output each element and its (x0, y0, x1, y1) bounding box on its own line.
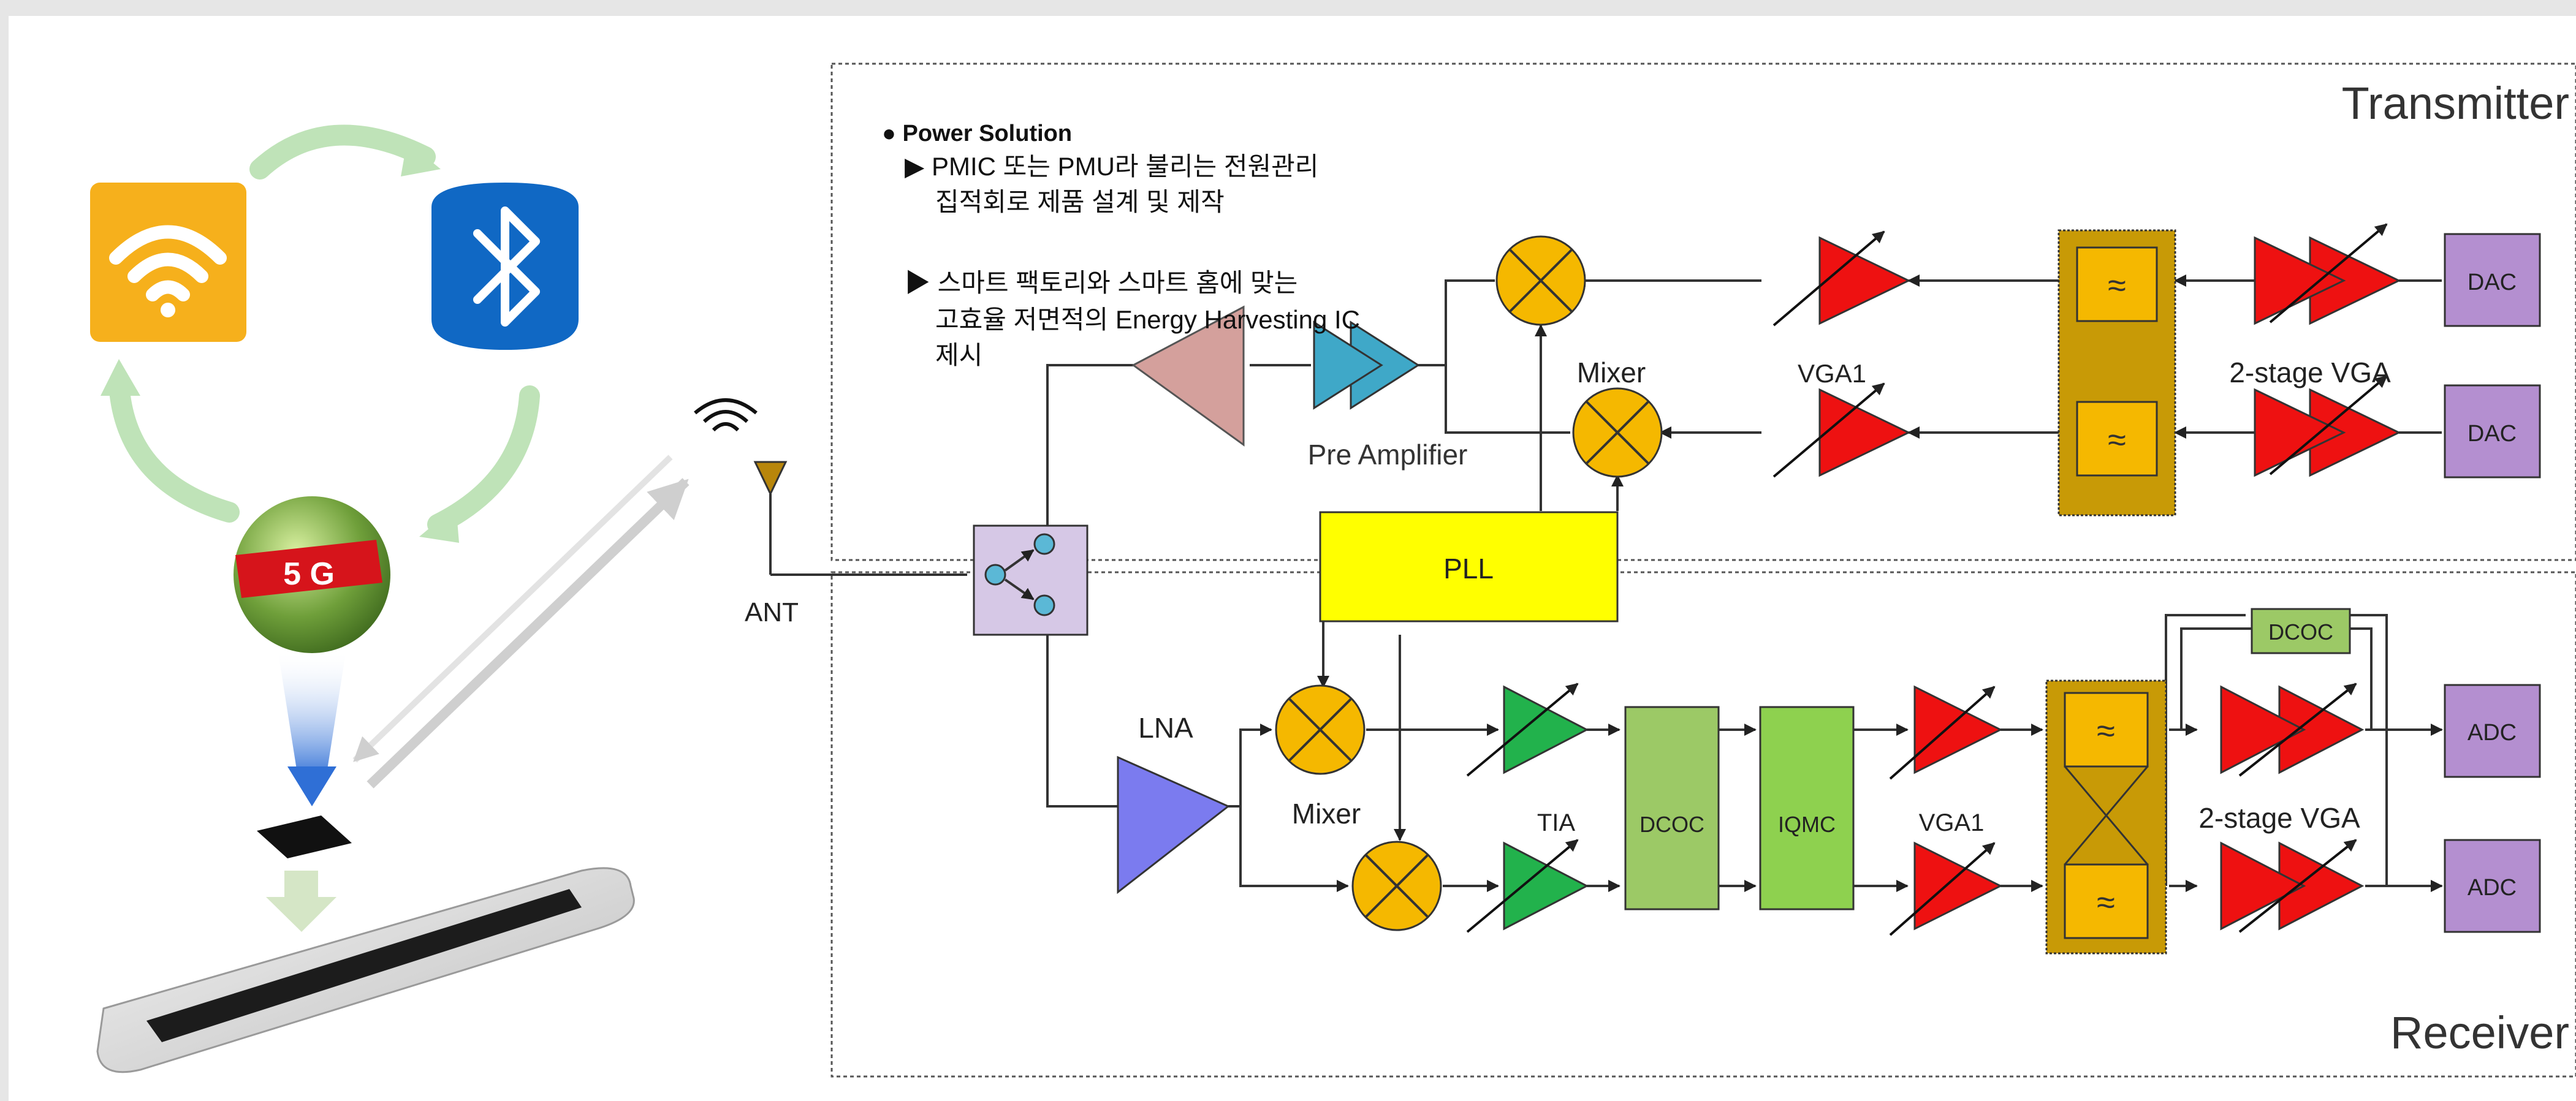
dac-top-block: DAC (2444, 233, 2541, 327)
smartphone-icon (96, 867, 635, 1073)
5g-badge-label: 5 G (283, 556, 335, 592)
pre-amplifier (1313, 320, 1420, 410)
dcoc-block: DCOC (1624, 706, 1720, 910)
svg-text:≈: ≈ (2108, 267, 2126, 304)
tx-vga1-label: VGA1 (1798, 359, 1866, 388)
antenna-label: ANT (745, 597, 799, 627)
svg-text:DCOC: DCOC (1639, 812, 1704, 837)
chip-icon (257, 815, 352, 858)
uplink-arrow (367, 478, 690, 789)
notes-bullet1-cont: 집적회로 제품 설계 및 제작 (935, 187, 1225, 216)
power-amplifier (1131, 305, 1245, 447)
tia-label: TIA (1537, 809, 1576, 836)
notes-bullet2-cont1: 고효율 저면적의 Energy Harvesting IC (935, 305, 1360, 334)
dcoc-feedback-block: DCOC (2251, 608, 2351, 654)
rx-2stage-vga-bottom (2220, 839, 2365, 933)
adc-top-block: ADC (2444, 684, 2541, 778)
dac-bottom-block: DAC (2444, 384, 2541, 479)
svg-text:PLL: PLL (1443, 553, 1494, 585)
rx-mixer-label: Mixer (1292, 798, 1361, 830)
notes-bullet2: ▶ 스마트 팩토리와 스마트 홈에 맞는 (905, 268, 1297, 297)
tx-vga1-top (1772, 230, 1911, 327)
svg-text:≈: ≈ (2108, 422, 2126, 458)
pre-amplifier-label: Pre Amplifier (1308, 439, 1468, 471)
tx-2stage-vga-bottom (2254, 375, 2401, 477)
tx-filter-block: ≈ ≈ (2057, 229, 2176, 516)
tia-top (1466, 683, 1589, 777)
transmitter-title: Transmitter (2342, 78, 2569, 129)
wifi-icon (90, 183, 246, 342)
left-illustration: 5 G (90, 124, 690, 1073)
tx-2stage-vga-top (2254, 223, 2401, 325)
svg-text:≈: ≈ (2097, 713, 2115, 749)
rx-filter-block: ≈ ≈ (2045, 679, 2167, 955)
cycle-arrow-top (249, 124, 436, 180)
svg-text:ADC: ADC (2468, 875, 2517, 901)
svg-text:≈: ≈ (2097, 884, 2115, 921)
bluetooth-icon (431, 183, 579, 350)
notes-bullet1: ▶ PMIC 또는 PMU라 불리는 전원관리 (905, 152, 1318, 181)
tia-bottom (1466, 839, 1589, 933)
downlink-arrow (352, 455, 673, 763)
rf-switch-icon (973, 524, 1089, 636)
rx-vga1-bottom (1889, 841, 2003, 936)
antenna-icon (694, 398, 788, 575)
rx-vga1-top (1889, 685, 2003, 780)
lna-amplifier (1117, 755, 1230, 895)
lna-label: LNA (1138, 712, 1193, 744)
wiring (1046, 274, 2443, 892)
diagram-canvas: 5 G ANT Transmitter Receiver (9, 16, 2576, 1101)
adc-bottom-block: ADC (2444, 839, 2541, 933)
notes-bullet2-cont2: 제시 (935, 341, 982, 369)
svg-text:DAC: DAC (2468, 270, 2517, 295)
tx-2stage-vga-label: 2-stage VGA (2229, 357, 2391, 388)
svg-text:ADC: ADC (2468, 720, 2517, 746)
5g-globe-icon: 5 G (234, 496, 390, 653)
tx-mixer-bottom (1572, 387, 1663, 478)
tx-vga1-bottom (1772, 382, 1911, 478)
receiver-title: Receiver (2390, 1007, 2569, 1058)
svg-text:DAC: DAC (2468, 421, 2517, 447)
rx-2stage-vga-top (2220, 683, 2365, 777)
pll-block: PLL (1319, 511, 1619, 622)
rx-vga1-label: VGA1 (1919, 809, 1985, 836)
tx-mixer-top (1495, 235, 1586, 326)
rx-mixer-bottom (1351, 841, 1442, 931)
svg-text:IQMC: IQMC (1778, 812, 1836, 837)
iqmc-block: IQMC (1759, 706, 1855, 910)
signal-beam (278, 653, 346, 770)
rx-2stage-vga-label: 2-stage VGA (2198, 802, 2360, 834)
rx-mixer-top (1275, 684, 1366, 775)
tx-mixer-label: Mixer (1577, 357, 1646, 388)
cycle-arrow-left (108, 373, 240, 523)
svg-text:DCOC: DCOC (2268, 619, 2333, 645)
notes-heading: ● Power Solution (882, 121, 1072, 146)
transmitter-frame (830, 62, 2576, 561)
cycle-arrow-right (427, 385, 540, 535)
receiver-frame (830, 571, 2576, 1078)
power-solution-notes: ● Power Solution ▶ PMIC 또는 PMU라 불리는 전원관리… (882, 121, 1360, 369)
